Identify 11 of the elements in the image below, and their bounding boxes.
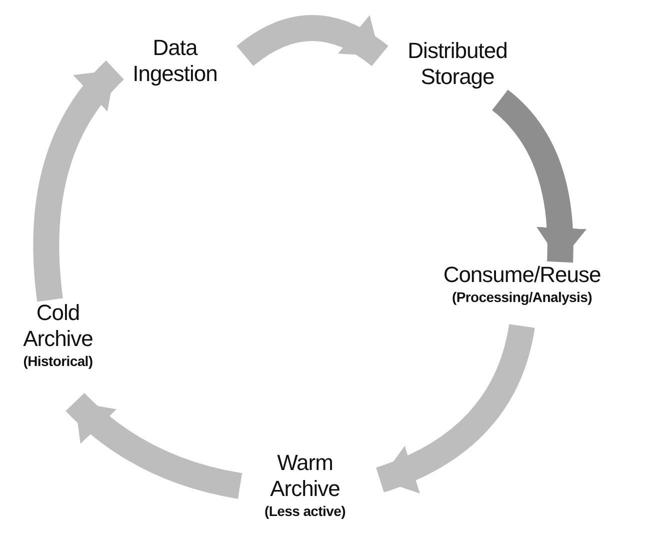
stage-note: (Historical) (23, 352, 93, 371)
cycle-arrow (376, 324, 535, 492)
stage-label: Warm Archive (269, 450, 341, 502)
stage-label: Distributed Storage (406, 38, 508, 90)
stage-label: Data Ingestion (132, 35, 218, 87)
cycle-arrow (33, 60, 124, 302)
stage-note: (Processing/Analysis) (452, 288, 592, 307)
cycle-arrow (66, 392, 242, 499)
stage-label: Consume/Reuse (443, 262, 601, 288)
stage-label: Cold Archive (22, 300, 94, 352)
stage-note: (Less active) (264, 502, 346, 521)
